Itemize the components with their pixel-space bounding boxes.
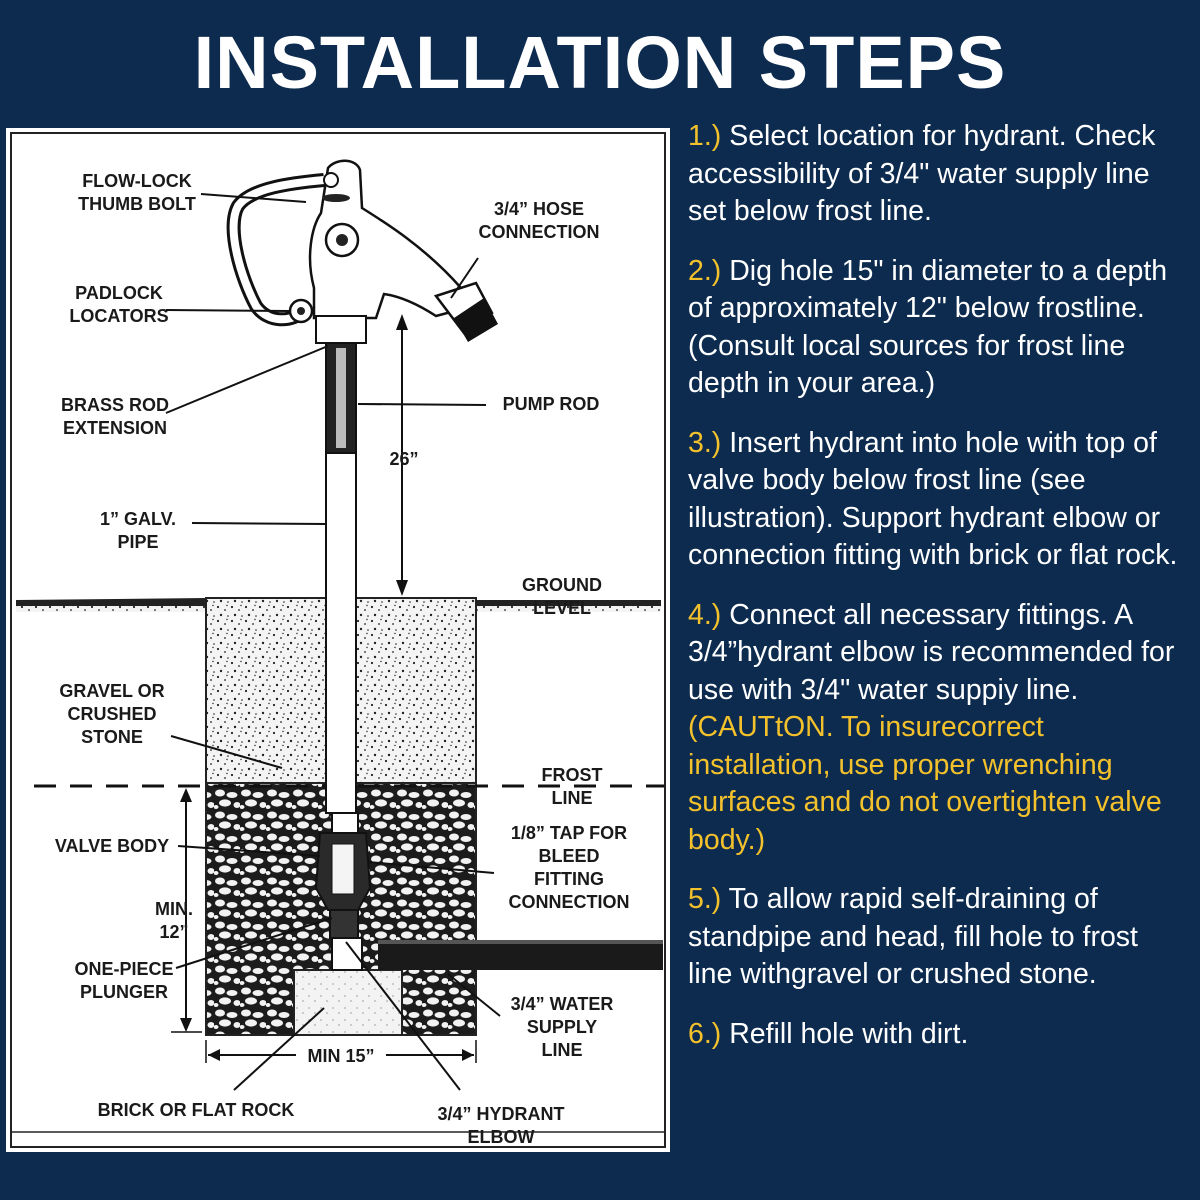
label-ground-level: GROUND LEVEL xyxy=(522,575,602,618)
step-text: To allow rapid self-draining of standpip… xyxy=(688,883,1138,990)
label-brick-or-flat-rock: BRICK OR FLAT ROCK xyxy=(97,1100,295,1120)
step-text: Dig hole 15" in diameter to a depth of a… xyxy=(688,254,1168,400)
step-text: Connect all necessary fittings. A 3/4”hy… xyxy=(688,598,1175,706)
step-number: 2.) xyxy=(688,254,722,287)
step-number: 3.) xyxy=(688,426,722,459)
label-dimension-26: 26” xyxy=(389,449,419,469)
step-text: Select location for hydrant. Check acces… xyxy=(688,120,1156,227)
label-galv-pipe: 1” GALV. PIPE xyxy=(99,509,177,552)
hydrant-head xyxy=(308,159,468,320)
step-6: 6.) Refill hole with dirt. xyxy=(688,1016,1188,1054)
label-valve-body: VALVE BODY xyxy=(54,836,170,856)
water-supply-pipe xyxy=(378,940,663,970)
step-2: 2.) Dig hole 15" in diameter to a depth … xyxy=(688,253,1188,403)
label-pump-rod: PUMP ROD xyxy=(502,394,600,414)
step-number: 1.) xyxy=(688,120,722,152)
step-4: 4.) Connect all necessary fittings. A 3/… xyxy=(688,597,1188,860)
step-3: 3.) Insert hydrant into hole with top of… xyxy=(688,425,1188,575)
step-number: 5.) xyxy=(688,883,722,915)
ground-surface-left xyxy=(16,598,206,608)
label-min-12: MIN. 12” xyxy=(155,899,193,942)
diagram-illustration xyxy=(10,132,666,1148)
step-caution: (CAUTtON. To insurecorrect installation,… xyxy=(688,711,1162,856)
label-hose-connection: 3/4” HOSE CONNECTION xyxy=(478,199,600,242)
brick-block xyxy=(293,969,403,1036)
hydrant-diagram: FLOW-LOCK THUMB BOLT 3/4” HOSE CONNECTIO… xyxy=(6,128,670,1152)
page-title: INSTALLATION STEPS xyxy=(193,21,1007,104)
step-1: 1.) Select location for hydrant. Check a… xyxy=(688,118,1188,231)
label-min-15: MIN 15” xyxy=(307,1046,375,1066)
hose-thread xyxy=(454,298,498,342)
installation-steps-list: 1.) Select location for hydrant. Check a… xyxy=(688,118,1188,1075)
label-brass-rod-extension: BRASS ROD EXTENSION xyxy=(60,395,170,438)
leader-lines xyxy=(165,193,501,1091)
step-5: 5.) To allow rapid self-draining of stan… xyxy=(688,881,1188,994)
step-number: 6.) xyxy=(688,1017,722,1050)
label-water-supply-line: 3/4” WATER SUPPLY LINE xyxy=(510,994,614,1060)
label-padlock-locators: PADLOCK LOCATORS xyxy=(69,283,169,326)
label-one-piece-plunger: ONE-PIECE PLUNGER xyxy=(74,959,174,1002)
label-hydrant-elbow: 3/4” HYDRANT ELBOW xyxy=(437,1104,565,1147)
diagram-frame xyxy=(10,132,666,1148)
label-bleed-fitting-tap: 1/8” TAP FOR BLEED FITTING CONNECTION xyxy=(508,823,630,912)
label-flow-lock-thumb-bolt: FLOW-LOCK THUMB BOLT xyxy=(78,171,196,214)
label-gravel-crushed-stone: GRAVEL OR CRUSHED STONE xyxy=(59,681,165,747)
step-text: Refill hole with dirt. xyxy=(729,1017,969,1050)
step-number: 4.) xyxy=(688,598,722,631)
step-text: Insert hydrant into hole with top of val… xyxy=(688,426,1178,572)
label-frost-line: FROST LINE xyxy=(541,765,603,808)
